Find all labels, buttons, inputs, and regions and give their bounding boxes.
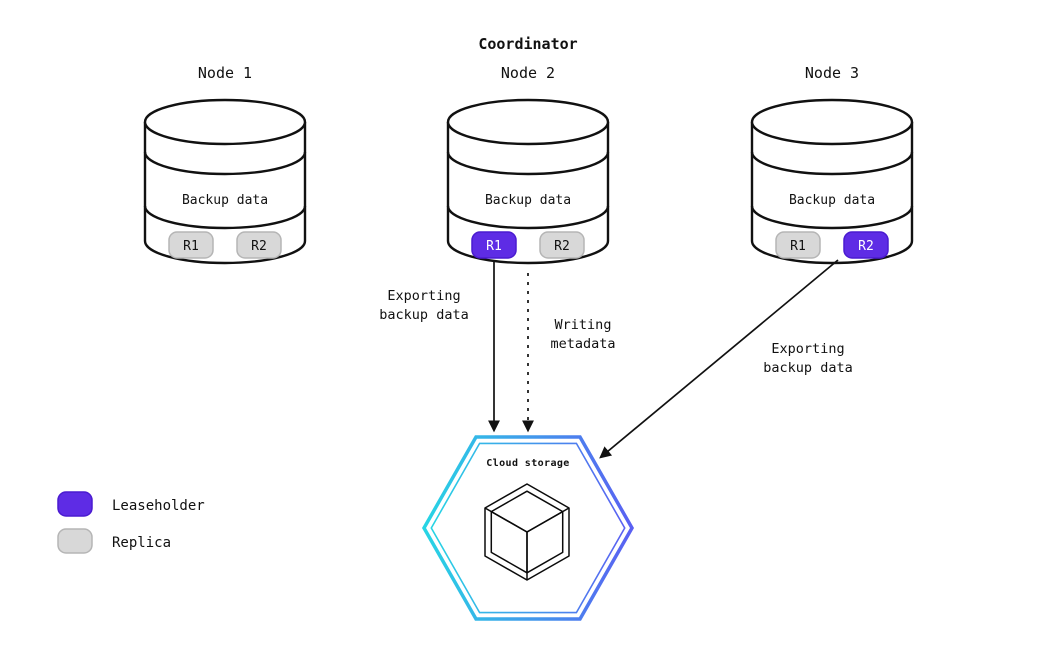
arrow-node2-export: Exporting backup data	[379, 261, 500, 433]
node-1-label: Node 1	[198, 64, 252, 82]
node-1: Node 1 Backup data R1 R2	[143, 64, 307, 265]
node-3: Node 3 Backup data R1 R2	[750, 64, 914, 265]
node-2-cylinder-arc1	[446, 151, 610, 176]
legend-leaseholder-label: Leaseholder	[112, 498, 205, 514]
arrow-node3-export-label-line1: Exporting	[771, 341, 844, 357]
arrow-writing-metadata-label-line2: metadata	[550, 336, 615, 352]
node-3-cylinder-arc1	[750, 151, 914, 176]
node-1-replica-r2-badge	[236, 231, 282, 259]
cube-inner-edges	[490, 510, 564, 573]
node-3-replica-r1-badge	[775, 231, 821, 259]
cloud-storage-label: Cloud storage	[486, 458, 569, 469]
node-2-cylinder-top	[446, 98, 610, 146]
cloud-storage-hexagon-inner	[430, 442, 626, 614]
node-2-leaseholder-r1-label: R1	[486, 239, 502, 254]
node-3-replica-r1-label: R1	[790, 239, 806, 254]
node-2-cylinder-arc2	[446, 205, 610, 230]
arrow-node3-export: Exporting backup data	[599, 259, 853, 459]
node-1-cylinder-arc1	[143, 151, 307, 176]
node-1-cylinder-top	[143, 98, 307, 146]
legend-replica-label: Replica	[112, 535, 171, 551]
legend-replica-swatch	[57, 528, 93, 554]
node-1-replica-r1-badge	[168, 231, 214, 259]
cube-icon	[484, 483, 570, 581]
node-2-leaseholder-r1-badge	[471, 231, 517, 259]
arrow-node2-export-label-line1: Exporting	[387, 288, 460, 304]
cloud-storage: Cloud storage	[421, 435, 635, 621]
arrow-node3-export-label-line2: backup data	[763, 360, 852, 376]
node-2-replica-r2-badge	[539, 231, 585, 259]
node-3-cylinder-top	[750, 98, 914, 146]
arrow-node2-export-label-line2: backup data	[379, 307, 468, 323]
node-3-leaseholder-r2-badge	[843, 231, 889, 259]
node-1-replica-r2-label: R2	[251, 239, 267, 254]
arrow-writing-metadata: Writing metadata	[522, 273, 616, 433]
legend: Leaseholder Replica	[57, 491, 205, 554]
cloud-storage-hexagon	[421, 435, 635, 621]
node-1-replica-r1-label: R1	[183, 239, 199, 254]
arrow-node3-export-line	[599, 259, 839, 459]
node-2-cylinder-body	[446, 122, 610, 265]
diagram-title: Coordinator	[478, 35, 577, 53]
node-3-cylinder-arc2	[750, 205, 914, 230]
node-3-backup-data-label: Backup data	[789, 193, 875, 208]
node-2-backup-data-label: Backup data	[485, 193, 571, 208]
node-2-label: Node 2	[501, 64, 555, 82]
node-3-cylinder-body	[750, 122, 914, 265]
node-3-leaseholder-r2-label: R2	[858, 239, 874, 254]
arrow-writing-metadata-label-line1: Writing	[555, 317, 612, 333]
node-2-replica-r2-label: R2	[554, 239, 570, 254]
node-2: Node 2 Backup data R1 R2	[446, 64, 610, 265]
legend-leaseholder-swatch	[57, 491, 93, 517]
node-1-cylinder-body	[143, 122, 307, 265]
node-1-cylinder-arc2	[143, 205, 307, 230]
node-3-label: Node 3	[805, 64, 859, 82]
node-1-backup-data-label: Backup data	[182, 193, 268, 208]
